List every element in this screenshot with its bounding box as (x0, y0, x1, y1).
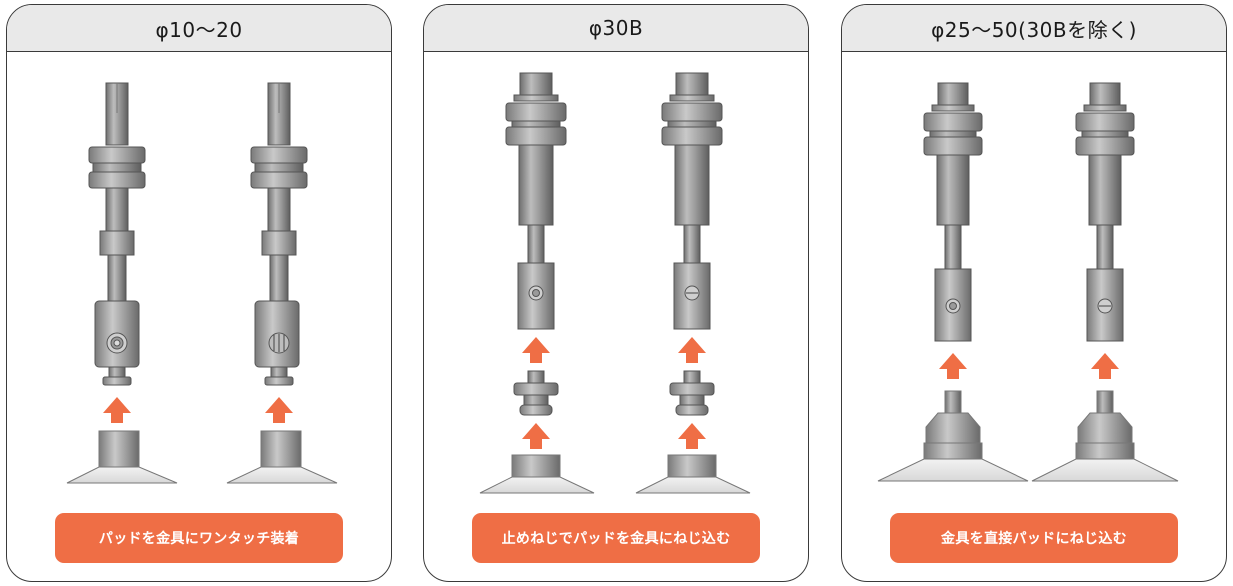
caption-label: 金具を直接パッドにねじ込む (890, 513, 1178, 563)
fitting-assembly-left (88, 82, 146, 386)
fitting-assembly-left (505, 72, 567, 330)
fitting-assembly-left (923, 82, 983, 342)
panel-phi30b: φ30B (423, 4, 809, 582)
arrow-icon (522, 423, 550, 449)
caption-label: 止めねじでパッドを金具にねじ込む (472, 513, 760, 563)
fitting-assembly-right (661, 72, 723, 330)
fitting-assembly-right (250, 82, 308, 386)
arrow-icon (522, 337, 550, 363)
arrow-icon (1091, 353, 1119, 379)
suction-pad-right (635, 454, 751, 494)
arrow-icon (265, 397, 293, 423)
arrow-icon (939, 353, 967, 379)
arrow-icon (103, 397, 131, 423)
suction-pad-right (1031, 390, 1179, 482)
mounting-illustration (479, 72, 751, 494)
suction-pad-left (66, 430, 178, 484)
suction-pad-left (877, 390, 1029, 482)
panel-phi25-50: φ25〜50(30Bを除く) (841, 4, 1227, 582)
arrow-icon (678, 337, 706, 363)
suction-pad-left (479, 454, 595, 494)
mounting-illustration (877, 82, 1179, 482)
caption-label: パッドを金具にワンタッチ装着 (55, 513, 343, 563)
panel-title: φ30B (424, 5, 808, 52)
arrow-icon (678, 423, 706, 449)
panel-phi10-20: φ10〜20 (6, 4, 392, 582)
fitting-assembly-right (1075, 82, 1135, 342)
mounting-illustration (66, 82, 338, 484)
suction-pad-right (226, 430, 338, 484)
set-screw-adapter-left (513, 370, 559, 416)
panel-title: φ25〜50(30Bを除く) (842, 5, 1226, 52)
set-screw-adapter-right (669, 370, 715, 416)
panel-title: φ10〜20 (7, 5, 391, 52)
